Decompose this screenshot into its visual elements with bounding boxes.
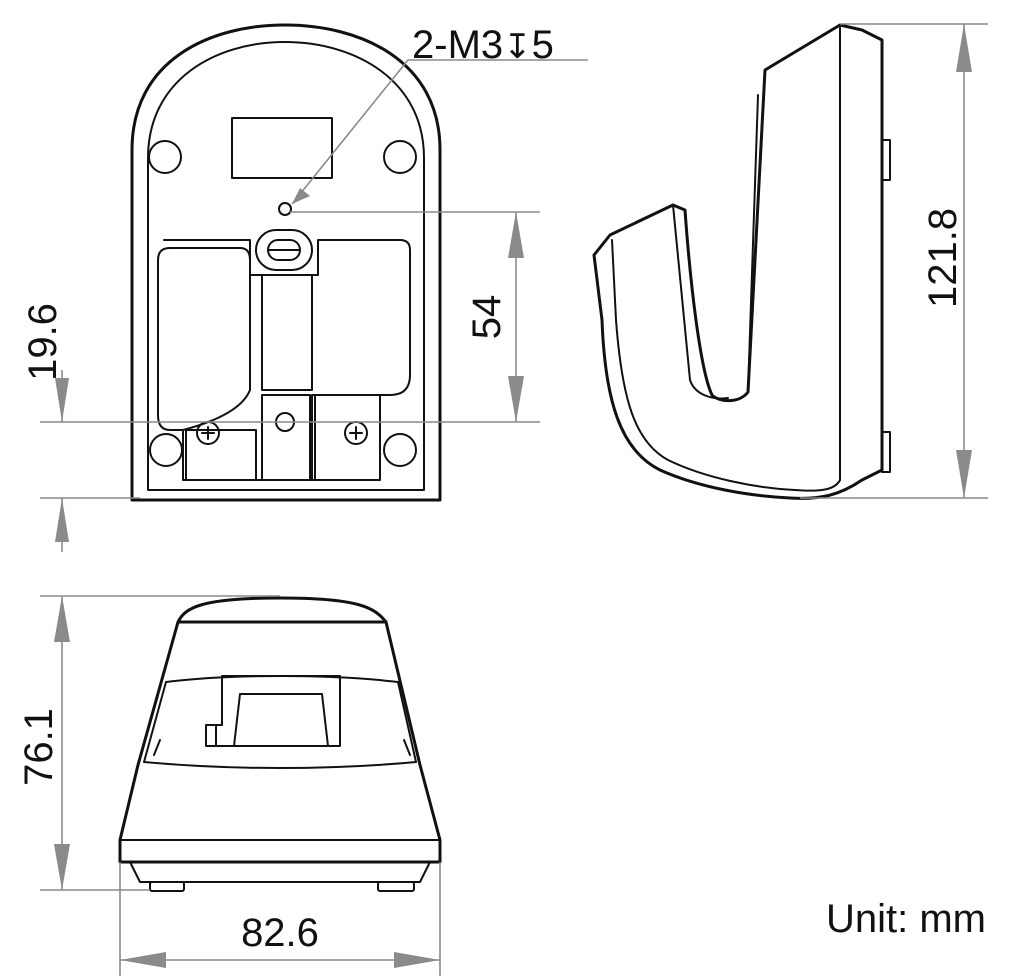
front-inner-outline <box>147 41 425 491</box>
arrow-121-8-bottom <box>956 450 972 498</box>
bottom-foot-left <box>149 881 185 892</box>
bottom-foot-right <box>377 881 415 892</box>
dim-label-54: 54 <box>465 295 509 340</box>
cradle-cavity <box>157 239 411 481</box>
side-view <box>592 23 891 500</box>
arrow-19-6-top <box>55 378 69 422</box>
screw-callout: 2-M3↧5 <box>291 23 588 205</box>
center-screw-hole <box>278 202 292 216</box>
side-cradle-line <box>672 94 759 400</box>
side-upper-tab <box>881 139 891 181</box>
bottom-top-cap <box>176 596 388 624</box>
dimension-19-6: 19.6 <box>21 303 140 552</box>
arrow-76-1-bottom <box>54 844 70 890</box>
bottom-right-pocket <box>311 394 381 481</box>
bottom-slot-frame <box>205 675 341 747</box>
callout-leader <box>291 59 409 205</box>
arrow-82-6-right <box>394 952 440 968</box>
left-phillips-cross <box>201 426 215 440</box>
arrow-82-6-left <box>120 952 166 968</box>
dim-label-121-8: 121.8 <box>921 208 965 308</box>
bottom-window-inner <box>153 739 411 756</box>
dimension-121-8: 121.8 <box>800 23 988 499</box>
unit-label: Unit: mm <box>826 897 986 941</box>
right-phillips-cross <box>349 426 363 440</box>
mount-hole-top-left <box>148 140 182 174</box>
callout-depth: 5 <box>532 23 554 67</box>
arrow-19-6-bottom <box>55 498 69 542</box>
bottom-slot-inner <box>233 693 329 747</box>
arrow-121-8-top <box>956 24 972 72</box>
mount-hole-top-right <box>383 140 417 174</box>
callout-thread: 2-M3 <box>412 23 503 67</box>
bottom-left-pocket <box>185 429 257 481</box>
dimension-76-1: 76.1 <box>17 595 280 891</box>
side-inner-line <box>611 24 841 492</box>
dim-label-82-6: 82.6 <box>241 911 319 955</box>
arrow-76-1-top <box>54 596 70 642</box>
bottom-body-outline <box>118 620 442 864</box>
bottom-view <box>118 596 442 892</box>
bottom-foot-strip <box>129 861 431 883</box>
arrow-54-bottom <box>508 376 524 422</box>
dimension-54: 54 <box>40 211 540 423</box>
front-outer-outline <box>130 23 442 502</box>
dim-label-76-1: 76.1 <box>17 708 61 786</box>
bottom-center-pocket <box>261 394 311 481</box>
svg-text:2-M3↧5: 2-M3↧5 <box>412 23 554 67</box>
front-view <box>130 23 442 502</box>
cable-clamp <box>255 229 313 271</box>
mount-hole-bottom-left <box>149 433 183 467</box>
center-channel <box>261 274 313 391</box>
callout-depth-symbol: ↧ <box>503 28 532 66</box>
callout-arrow <box>292 188 310 204</box>
bottom-window <box>143 681 417 769</box>
dim-label-19-6: 19.6 <box>21 303 65 381</box>
mount-hole-bottom-right <box>383 433 417 467</box>
label-recess <box>231 117 333 179</box>
dimension-82-6: 82.6 <box>119 862 441 976</box>
arrow-54-top <box>508 212 524 258</box>
side-lower-tab <box>881 431 891 473</box>
